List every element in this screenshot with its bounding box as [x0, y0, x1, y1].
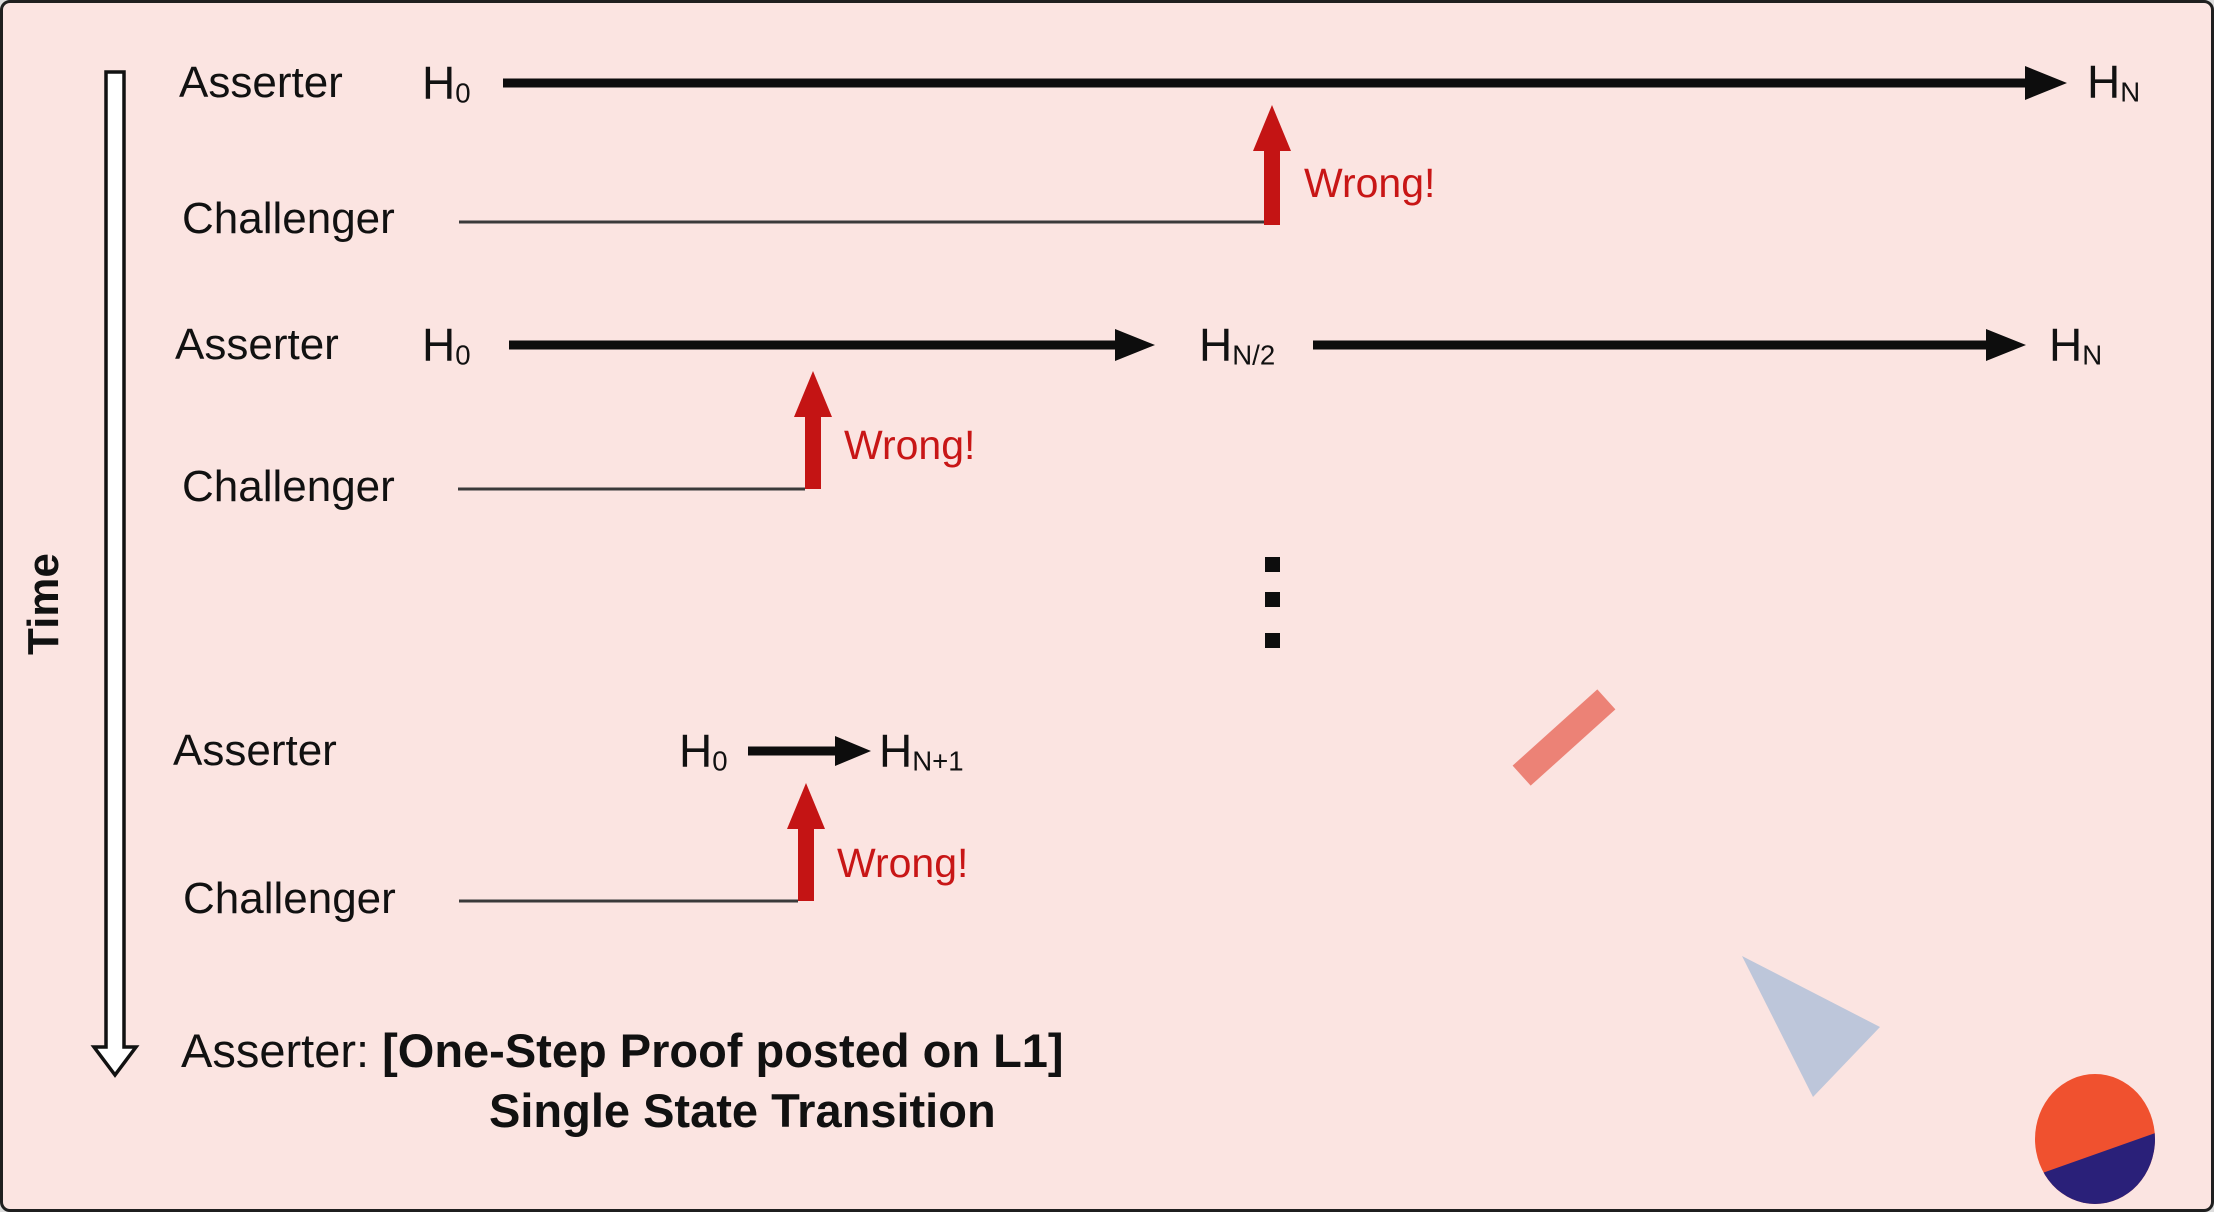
round3-start-hash: H0	[679, 719, 728, 793]
hash-base: H	[422, 57, 456, 109]
round2-asserter-arrow1-head	[1115, 329, 1155, 361]
round3-asserter-label: Asserter	[173, 726, 337, 775]
round1-wrong-label: Wrong!	[1304, 160, 1436, 206]
hash-base: H	[422, 319, 456, 371]
footer-single-state-transition: Single State Transition	[489, 1084, 996, 1137]
round1-challenger-label: Challenger	[182, 194, 395, 243]
hash-subscript: N/2	[1232, 339, 1276, 371]
hash-subscript: 0	[455, 339, 471, 371]
hash-subscript: N	[2120, 76, 2141, 108]
round3-end-hash: HN+1	[879, 719, 964, 793]
hash-base: H	[1199, 319, 1233, 371]
round1-end-hash: HN	[2087, 50, 2140, 124]
round1-start-hash: H0	[422, 51, 471, 125]
hash-subscript: N	[2082, 339, 2103, 371]
ellipsis-dot	[1265, 633, 1280, 648]
footer-one-step-proof: Asserter: [One-Step Proof posted on L1]	[181, 1019, 1064, 1083]
round1-asserter-label: Asserter	[179, 58, 343, 107]
hash-base: H	[879, 725, 913, 777]
round1-wrong-arrow-head	[1253, 105, 1291, 151]
footer-proof-text: [One-Step Proof posted on L1]	[382, 1024, 1064, 1077]
round3-asserter-arrow-head	[835, 736, 871, 766]
round2-asserter-arrow2-head	[1986, 329, 2026, 361]
round2-start-hash: H0	[422, 313, 471, 387]
time-axis-label: Time	[19, 553, 68, 655]
decor-circle-navy-segment	[2035, 1131, 2155, 1204]
round2-wrong-label: Wrong!	[844, 422, 976, 468]
decor-triangle	[1742, 956, 1880, 1097]
round2-challenger-label: Challenger	[182, 462, 395, 511]
hash-subscript: 0	[455, 77, 471, 109]
hash-subscript: N+1	[912, 745, 964, 777]
ellipsis-dot	[1265, 592, 1280, 607]
round2-end-hash: HN	[2049, 313, 2102, 387]
hash-base: H	[2049, 319, 2083, 371]
round2-mid-hash: HN/2	[1199, 313, 1275, 387]
diagram-lines-layer	[90, 66, 2155, 1204]
round2-wrong-arrow-head	[794, 371, 832, 417]
round3-wrong-arrow-head	[787, 783, 825, 829]
round1-asserter-arrow-head	[2025, 66, 2067, 100]
round2-asserter-label: Asserter	[175, 320, 339, 369]
hash-base: H	[2087, 56, 2121, 108]
hash-base: H	[679, 725, 713, 777]
ellipsis-dot	[1265, 557, 1280, 572]
hash-subscript: 0	[712, 745, 728, 777]
round3-challenger-label: Challenger	[183, 874, 396, 923]
time-axis-arrow	[90, 70, 140, 1078]
footer-asserter-prefix: Asserter:	[181, 1024, 383, 1077]
round3-wrong-label: Wrong!	[837, 840, 969, 886]
